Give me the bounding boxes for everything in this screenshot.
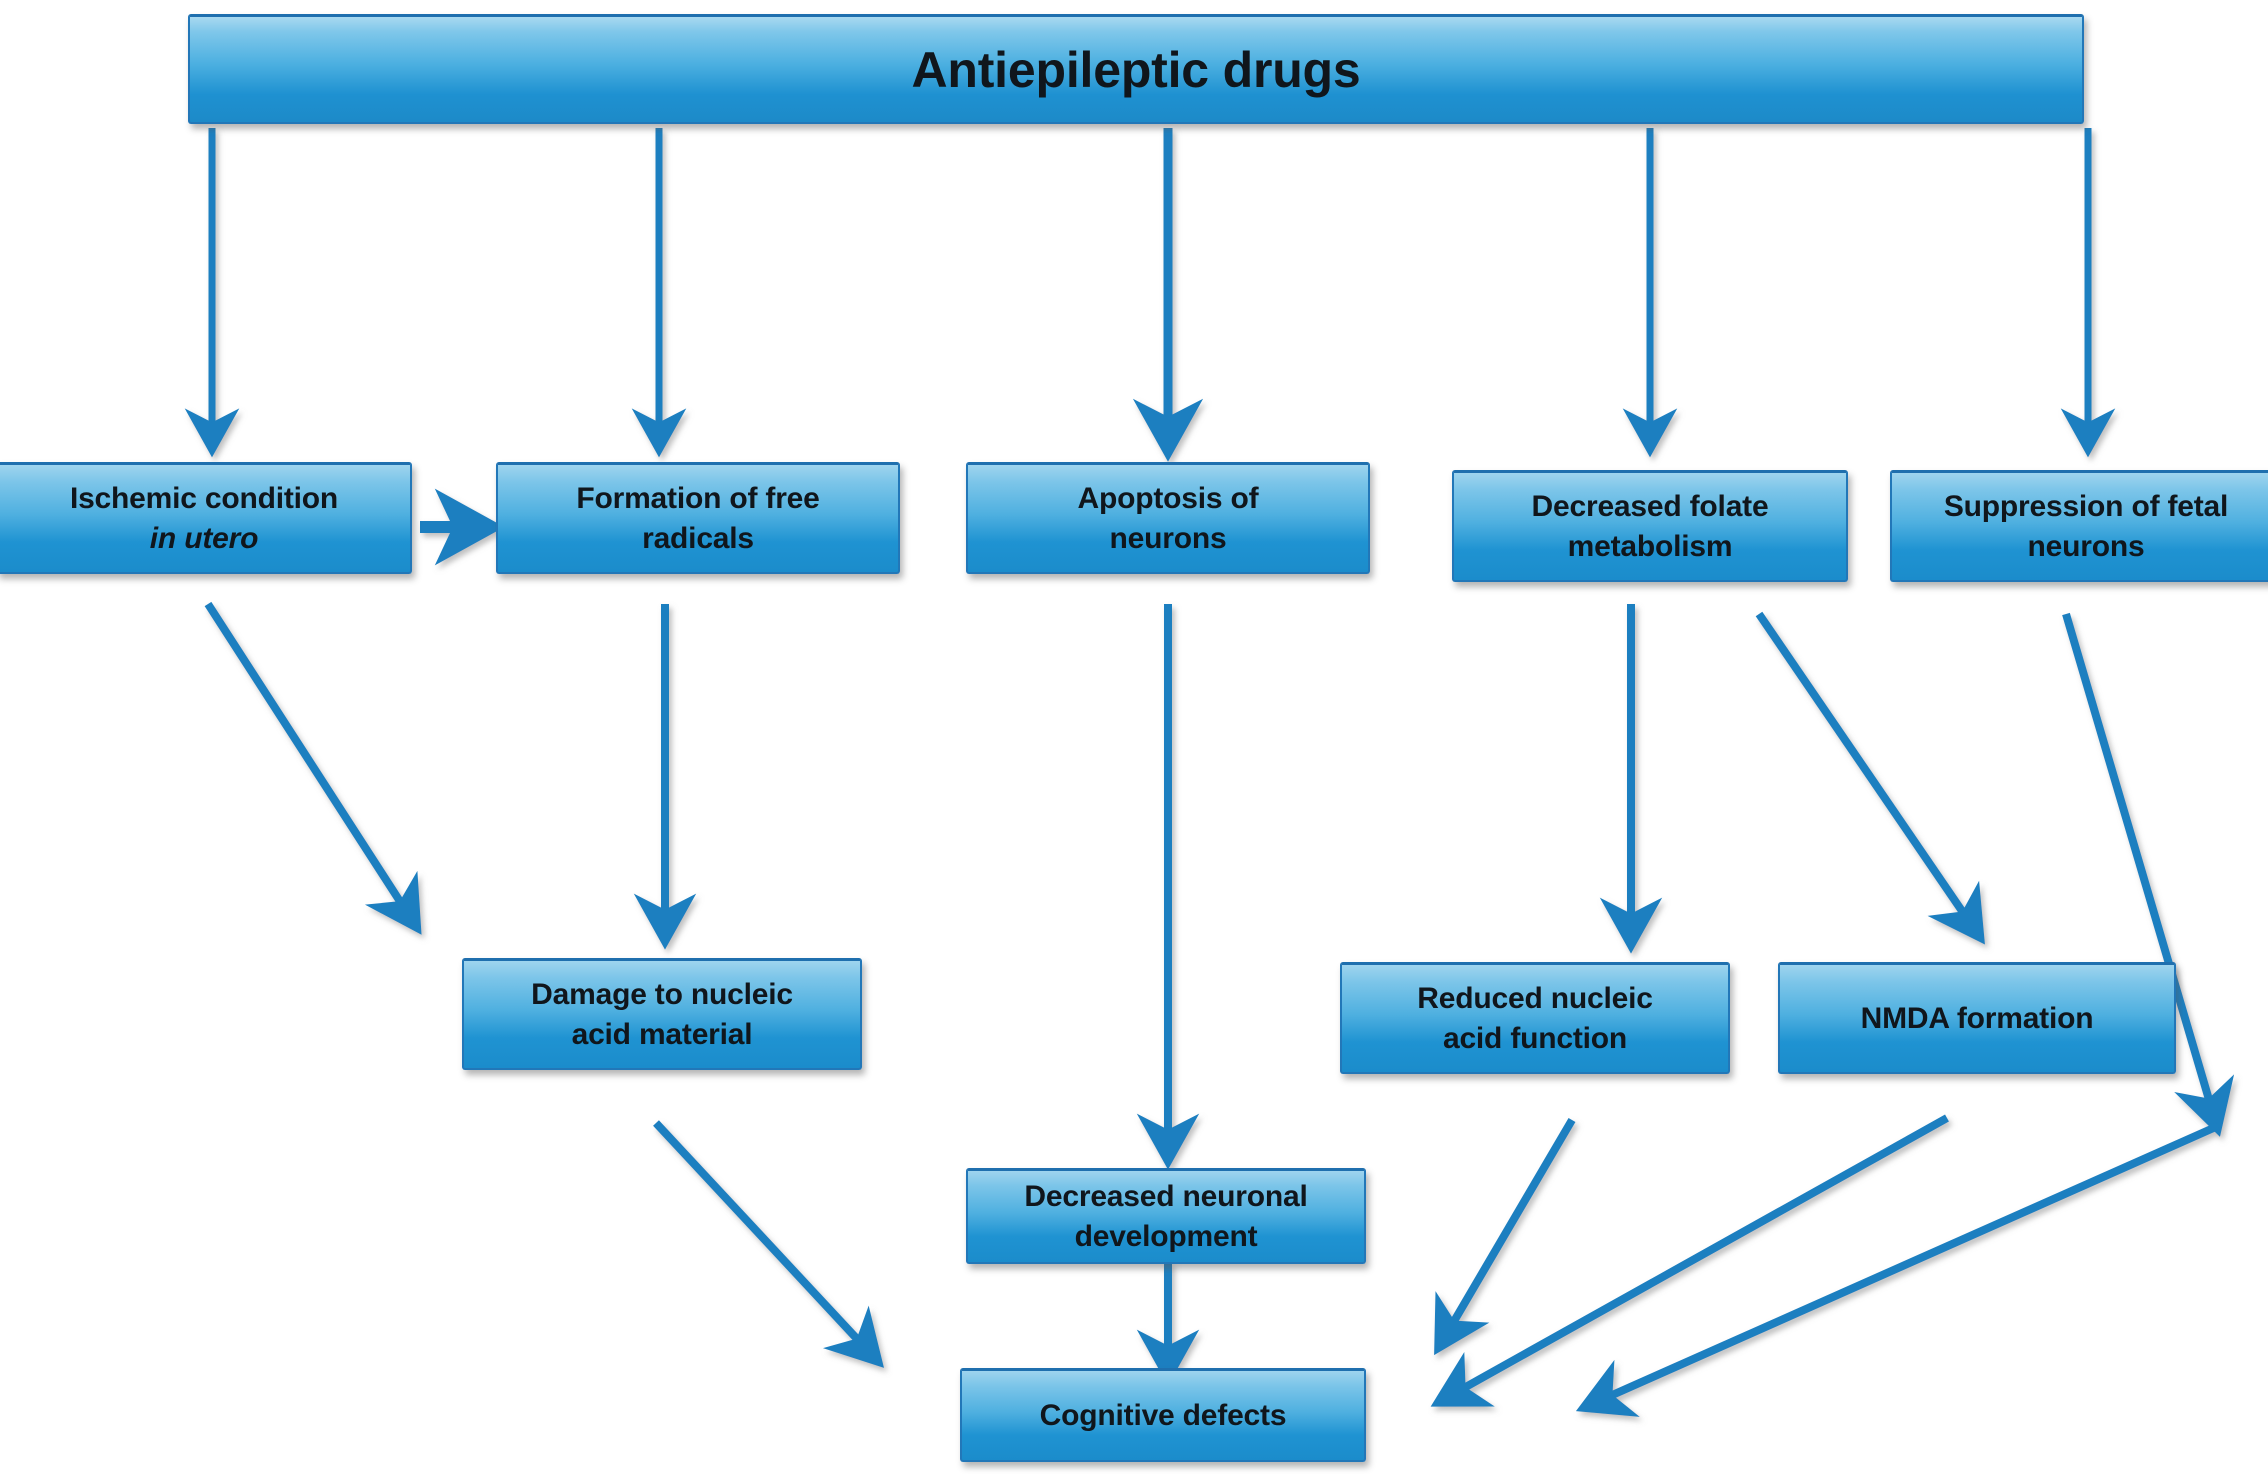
edge-damage-to-cognitive <box>653 1120 884 1368</box>
node-damage-to-nucleic-acid-material[interactable]: Damage to nucleic acid material <box>462 958 862 1070</box>
node-apoptosis-of-neurons-line1: Apoptosis of <box>1077 481 1259 515</box>
node-antiepileptic-drugs[interactable]: Antiepileptic drugs <box>188 14 2084 124</box>
node-suppression-of-fetal-neurons-line1: Suppression of fetal <box>1943 489 2229 523</box>
node-formation-of-free-radicals-line2: radicals <box>642 521 754 555</box>
node-suppression-of-fetal-neurons[interactable]: Suppression of fetal neurons <box>1890 470 2268 582</box>
node-apoptosis-of-neurons[interactable]: Apoptosis of neurons <box>966 462 1370 574</box>
edge-folate-to-nmda <box>1755 611 1985 945</box>
node-damage-to-nucleic-acid-material-label: Damage to nucleic acid material <box>464 975 860 1054</box>
node-ischemic-condition-line2: in utero <box>149 521 259 555</box>
node-reduced-nucleic-acid-function[interactable]: Reduced nucleic acid function <box>1340 962 1730 1074</box>
edge-junction-to-cognitive <box>1575 1122 2220 1417</box>
node-nmda-formation[interactable]: NMDA formation <box>1778 962 2176 1074</box>
node-suppression-of-fetal-neurons-label: Suppression of fetal neurons <box>1892 487 2268 566</box>
node-apoptosis-of-neurons-label: Apoptosis of neurons <box>968 479 1368 558</box>
node-decreased-folate-metabolism-line1: Decreased folate <box>1531 489 1769 523</box>
node-decreased-neuronal-development-line1: Decreased neuronal <box>1024 1179 1308 1213</box>
node-reduced-nucleic-acid-function-line2: acid function <box>1442 1021 1628 1055</box>
node-cognitive-defects[interactable]: Cognitive defects <box>960 1368 1366 1462</box>
node-decreased-folate-metabolism-line2: metabolism <box>1567 529 1733 563</box>
node-decreased-folate-metabolism-label: Decreased folate metabolism <box>1454 487 1846 566</box>
node-reduced-nucleic-acid-function-label: Reduced nucleic acid function <box>1342 979 1728 1058</box>
node-decreased-neuronal-development-label: Decreased neuronal development <box>968 1177 1364 1256</box>
node-reduced-nucleic-acid-function-line1: Reduced nucleic <box>1417 981 1653 1015</box>
node-apoptosis-of-neurons-line2: neurons <box>1109 521 1227 555</box>
node-ischemic-condition-line1: Ischemic condition <box>69 481 339 515</box>
node-ischemic-condition-label: Ischemic condition in utero <box>0 479 410 558</box>
node-formation-of-free-radicals-line1: Formation of free <box>576 481 820 515</box>
edge-ischemic-to-damage <box>204 601 422 935</box>
edge-nmda-to-cognitive <box>1430 1114 1949 1407</box>
node-cognitive-defects-label: Cognitive defects <box>1039 1398 1287 1432</box>
node-decreased-folate-metabolism[interactable]: Decreased folate metabolism <box>1452 470 1848 582</box>
edge-reduced-na-to-cognitive <box>1434 1117 1576 1356</box>
node-decreased-neuronal-development[interactable]: Decreased neuronal development <box>966 1168 1366 1264</box>
node-damage-to-nucleic-acid-material-line2: acid material <box>571 1017 753 1051</box>
node-formation-of-free-radicals[interactable]: Formation of free radicals <box>496 462 900 574</box>
node-ischemic-condition[interactable]: Ischemic condition in utero <box>0 462 412 574</box>
node-decreased-neuronal-development-line2: development <box>1074 1219 1258 1253</box>
node-nmda-formation-label: NMDA formation <box>1860 1001 2094 1035</box>
node-antiepileptic-drugs-label: Antiepileptic drugs <box>911 41 1361 98</box>
node-suppression-of-fetal-neurons-line2: neurons <box>2027 529 2145 563</box>
node-formation-of-free-radicals-label: Formation of free radicals <box>498 479 898 558</box>
node-damage-to-nucleic-acid-material-line1: Damage to nucleic <box>531 977 793 1011</box>
